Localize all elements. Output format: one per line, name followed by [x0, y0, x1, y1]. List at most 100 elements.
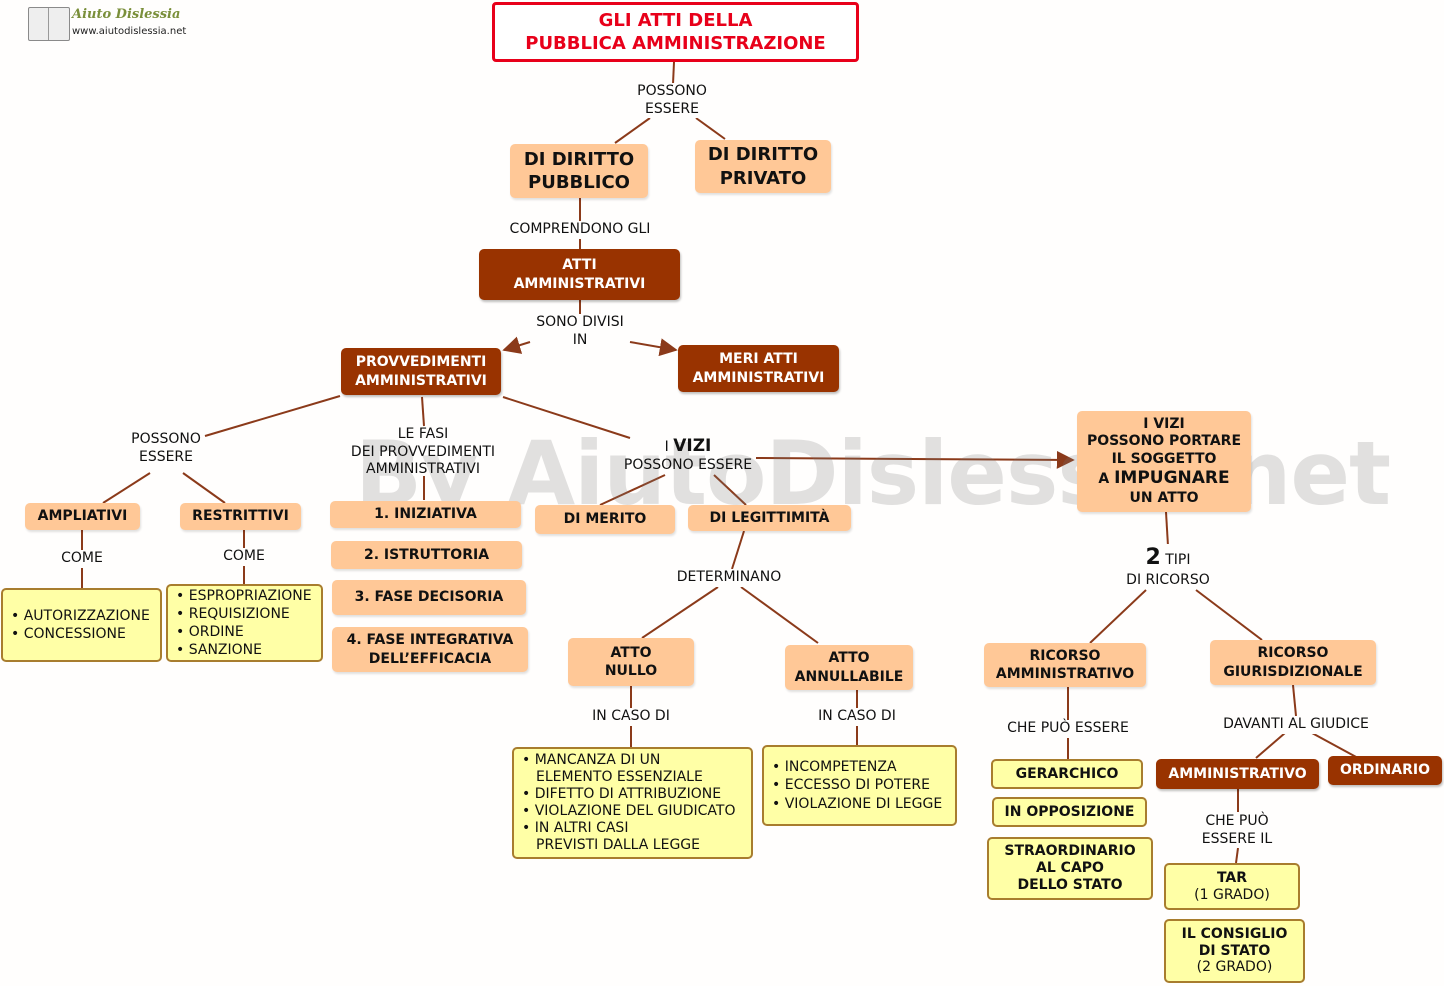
- label-tipi: TIPI: [1165, 552, 1191, 568]
- annullabile-item-2: ECCESSO DI POTERE: [784, 777, 930, 794]
- ricorso-giur-line-1: RICORSO: [1257, 645, 1329, 662]
- node-atto-nullo: ATTO NULLO: [568, 638, 694, 686]
- list-item: • ESPROPRIAZIONE: [176, 587, 312, 604]
- label-davanti-al-giudice: DAVANTI AL GIUDICE: [1223, 716, 1369, 734]
- label-come-2: COME: [223, 548, 265, 566]
- node-atto-annullabile: ATTO ANNULLABILE: [785, 645, 913, 690]
- label-line: I VIZI: [624, 436, 752, 457]
- list-item: • SANZIONE: [176, 642, 262, 659]
- node-ampliativi: AMPLIATIVI: [25, 503, 140, 530]
- label-line: ESSERE IL: [1201, 830, 1273, 847]
- nullo-item-1b: ELEMENTO ESSENZIALE: [536, 768, 703, 785]
- node-meri-atti: MERI ATTI AMMINISTRATIVI: [678, 345, 839, 392]
- logo-url: www.aiutodislessia.net: [72, 26, 187, 37]
- fase-4-line-2: DELL’EFFICACIA: [368, 650, 492, 667]
- straordinario-line-3: DELLO STATO: [1017, 876, 1123, 893]
- list-item: • INCOMPETENZA: [772, 759, 897, 776]
- label-vizi-bold: VIZI: [673, 436, 712, 456]
- label-possono-essere-top: POSSONO ESSERE: [637, 83, 707, 118]
- list-item: • ECCESSO DI POTERE: [772, 777, 930, 794]
- list-item: • DIFETTO DI ATTRIBUZIONE: [522, 785, 722, 802]
- node-diritto-pubblico: DI DIRITTO PUBBLICO: [510, 144, 648, 198]
- consiglio-line-1: IL CONSIGLIO: [1181, 925, 1288, 942]
- nullo-item-3: VIOLAZIONE DEL GIUDICATO: [534, 803, 736, 819]
- provvedimenti-line-1: PROVVEDIMENTI: [355, 354, 487, 371]
- list-item: • VIOLAZIONE DEL GIUDICATO: [522, 803, 736, 819]
- provvedimenti-line-2: AMMINISTRATIVI: [355, 372, 487, 389]
- nullo-item-1a: MANCANZA DI UN: [534, 751, 661, 768]
- ampliativi-list: • AUTORIZZAZIONE • CONCESSIONE: [1, 588, 162, 662]
- node-vizi-impugnare: I VIZI POSSONO PORTARE IL SOGGETTO A IMP…: [1077, 411, 1251, 512]
- node-atti-amministrativi: ATTI AMMINISTRATIVI: [479, 249, 680, 300]
- node-in-opposizione: IN OPPOSIZIONE: [992, 797, 1147, 827]
- consiglio-grade: (2 GRADO): [1196, 959, 1273, 976]
- list-item: PREVISTI DALLA LEGGE: [522, 837, 700, 854]
- label-two: 2: [1145, 545, 1161, 570]
- label-in-caso-di-1: IN CASO DI: [592, 708, 670, 726]
- atti-line-1: ATTI: [562, 257, 597, 274]
- diritto-privato-line-2: PRIVATO: [719, 167, 807, 189]
- node-restrittivi: RESTRITTIVI: [180, 503, 301, 530]
- ricorso-giur-line-2: GIURISDIZIONALE: [1223, 663, 1363, 680]
- label-line: ESSERE: [138, 448, 194, 465]
- atto-nullo-line-1: ATTO: [610, 644, 652, 661]
- label-line: DEI PROVVEDIMENTI: [350, 443, 496, 460]
- atto-annullabile-line-2: ANNULLABILE: [794, 668, 904, 685]
- nullo-item-4b: PREVISTI DALLA LEGGE: [536, 837, 700, 854]
- title-node: GLI ATTI DELLA PUBBLICA AMMINISTRAZIONE: [492, 2, 859, 62]
- restrittivi-item-2: REQUISIZIONE: [188, 605, 290, 622]
- label-line: IN: [572, 331, 588, 348]
- restrittivi-item-1: ESPROPRIAZIONE: [188, 587, 312, 604]
- tar-grade: (1 GRADO): [1194, 886, 1270, 903]
- atti-line-2: AMMINISTRATIVI: [513, 275, 646, 292]
- node-provvedimenti: PROVVEDIMENTI AMMINISTRATIVI: [341, 348, 501, 395]
- ricorso-amm-line-2: AMMINISTRATIVO: [995, 666, 1135, 682]
- label-possono-essere-left: POSSONO ESSERE: [131, 431, 201, 466]
- annullabile-item-1: INCOMPETENZA: [784, 759, 897, 776]
- atto-nullo-line-2: NULLO: [604, 663, 658, 679]
- site-logo[interactable]: Aiuto Dislessia www.aiutodislessia.net: [28, 5, 188, 41]
- label-vizi-i: I: [664, 439, 669, 455]
- node-amministrativo: AMMINISTRATIVO: [1156, 759, 1319, 789]
- label-determinano: DETERMINANO: [676, 569, 782, 587]
- nullo-item-2: DIFETTO DI ATTRIBUZIONE: [534, 785, 722, 802]
- node-straordinario: STRAORDINARIO AL CAPO DELLO STATO: [987, 837, 1153, 900]
- logo-name: Aiuto Dislessia: [72, 7, 181, 22]
- ampliativi-item-1: AUTORIZZAZIONE: [23, 607, 150, 624]
- list-item: • ORDINE: [176, 624, 244, 640]
- meri-atti-line-2: AMMINISTRATIVI: [692, 369, 825, 386]
- nullo-item-4a: IN ALTRI CASI: [534, 820, 629, 837]
- list-item: • VIOLAZIONE DI LEGGE: [772, 795, 943, 812]
- node-fase-3: 3. FASE DECISORIA: [332, 580, 526, 615]
- node-consiglio-di-stato: IL CONSIGLIO DI STATO (2 GRADO): [1164, 919, 1305, 983]
- annullabile-item-3: VIOLAZIONE DI LEGGE: [784, 795, 943, 812]
- vizi-box-line-4: A IMPUGNARE: [1098, 468, 1229, 489]
- vizi-box-line-1: I VIZI: [1143, 415, 1185, 432]
- vizi-box-line-5: UN ATTO: [1129, 489, 1199, 506]
- node-ricorso-amministrativo: RICORSO AMMINISTRATIVO: [984, 643, 1146, 687]
- vizi-box-a: A: [1098, 471, 1110, 488]
- label-line: POSSONO: [637, 83, 707, 99]
- title-line-1: GLI ATTI DELLA: [598, 9, 753, 31]
- meri-atti-line-1: MERI ATTI: [719, 351, 798, 368]
- fase-4-line-1: 4. FASE INTEGRATIVA: [346, 632, 514, 649]
- annullabile-list: • INCOMPETENZA • ECCESSO DI POTERE • VIO…: [762, 745, 957, 826]
- atto-annullabile-line-1: ATTO: [828, 650, 870, 667]
- label-line: POSSONO ESSERE: [623, 457, 753, 474]
- list-item: • IN ALTRI CASI: [522, 820, 629, 837]
- list-item: • REQUISIZIONE: [176, 605, 290, 622]
- vizi-box-impugnare: IMPUGNARE: [1114, 468, 1230, 489]
- label-line: LE FASI: [397, 426, 449, 442]
- node-fase-2: 2. ISTRUTTORIA: [331, 541, 522, 569]
- list-item: • CONCESSIONE: [11, 626, 126, 642]
- consiglio-line-2: DI STATO: [1198, 942, 1271, 959]
- tar-name: TAR: [1216, 869, 1248, 886]
- title-line-2: PUBBLICA AMMINISTRAZIONE: [525, 33, 826, 54]
- label-le-fasi: LE FASI DEI PROVVEDIMENTI AMMINISTRATIVI: [351, 426, 495, 479]
- label-line: 2 TIPI: [1126, 544, 1210, 572]
- list-item: ELEMENTO ESSENZIALE: [522, 769, 703, 786]
- node-di-legittimita: DI LEGITTIMITÀ: [688, 505, 851, 531]
- ricorso-amm-line-1: RICORSO: [1029, 647, 1101, 664]
- straordinario-line-1: STRAORDINARIO: [1004, 843, 1136, 860]
- label-sono-divisi: SONO DIVISI IN: [536, 314, 624, 349]
